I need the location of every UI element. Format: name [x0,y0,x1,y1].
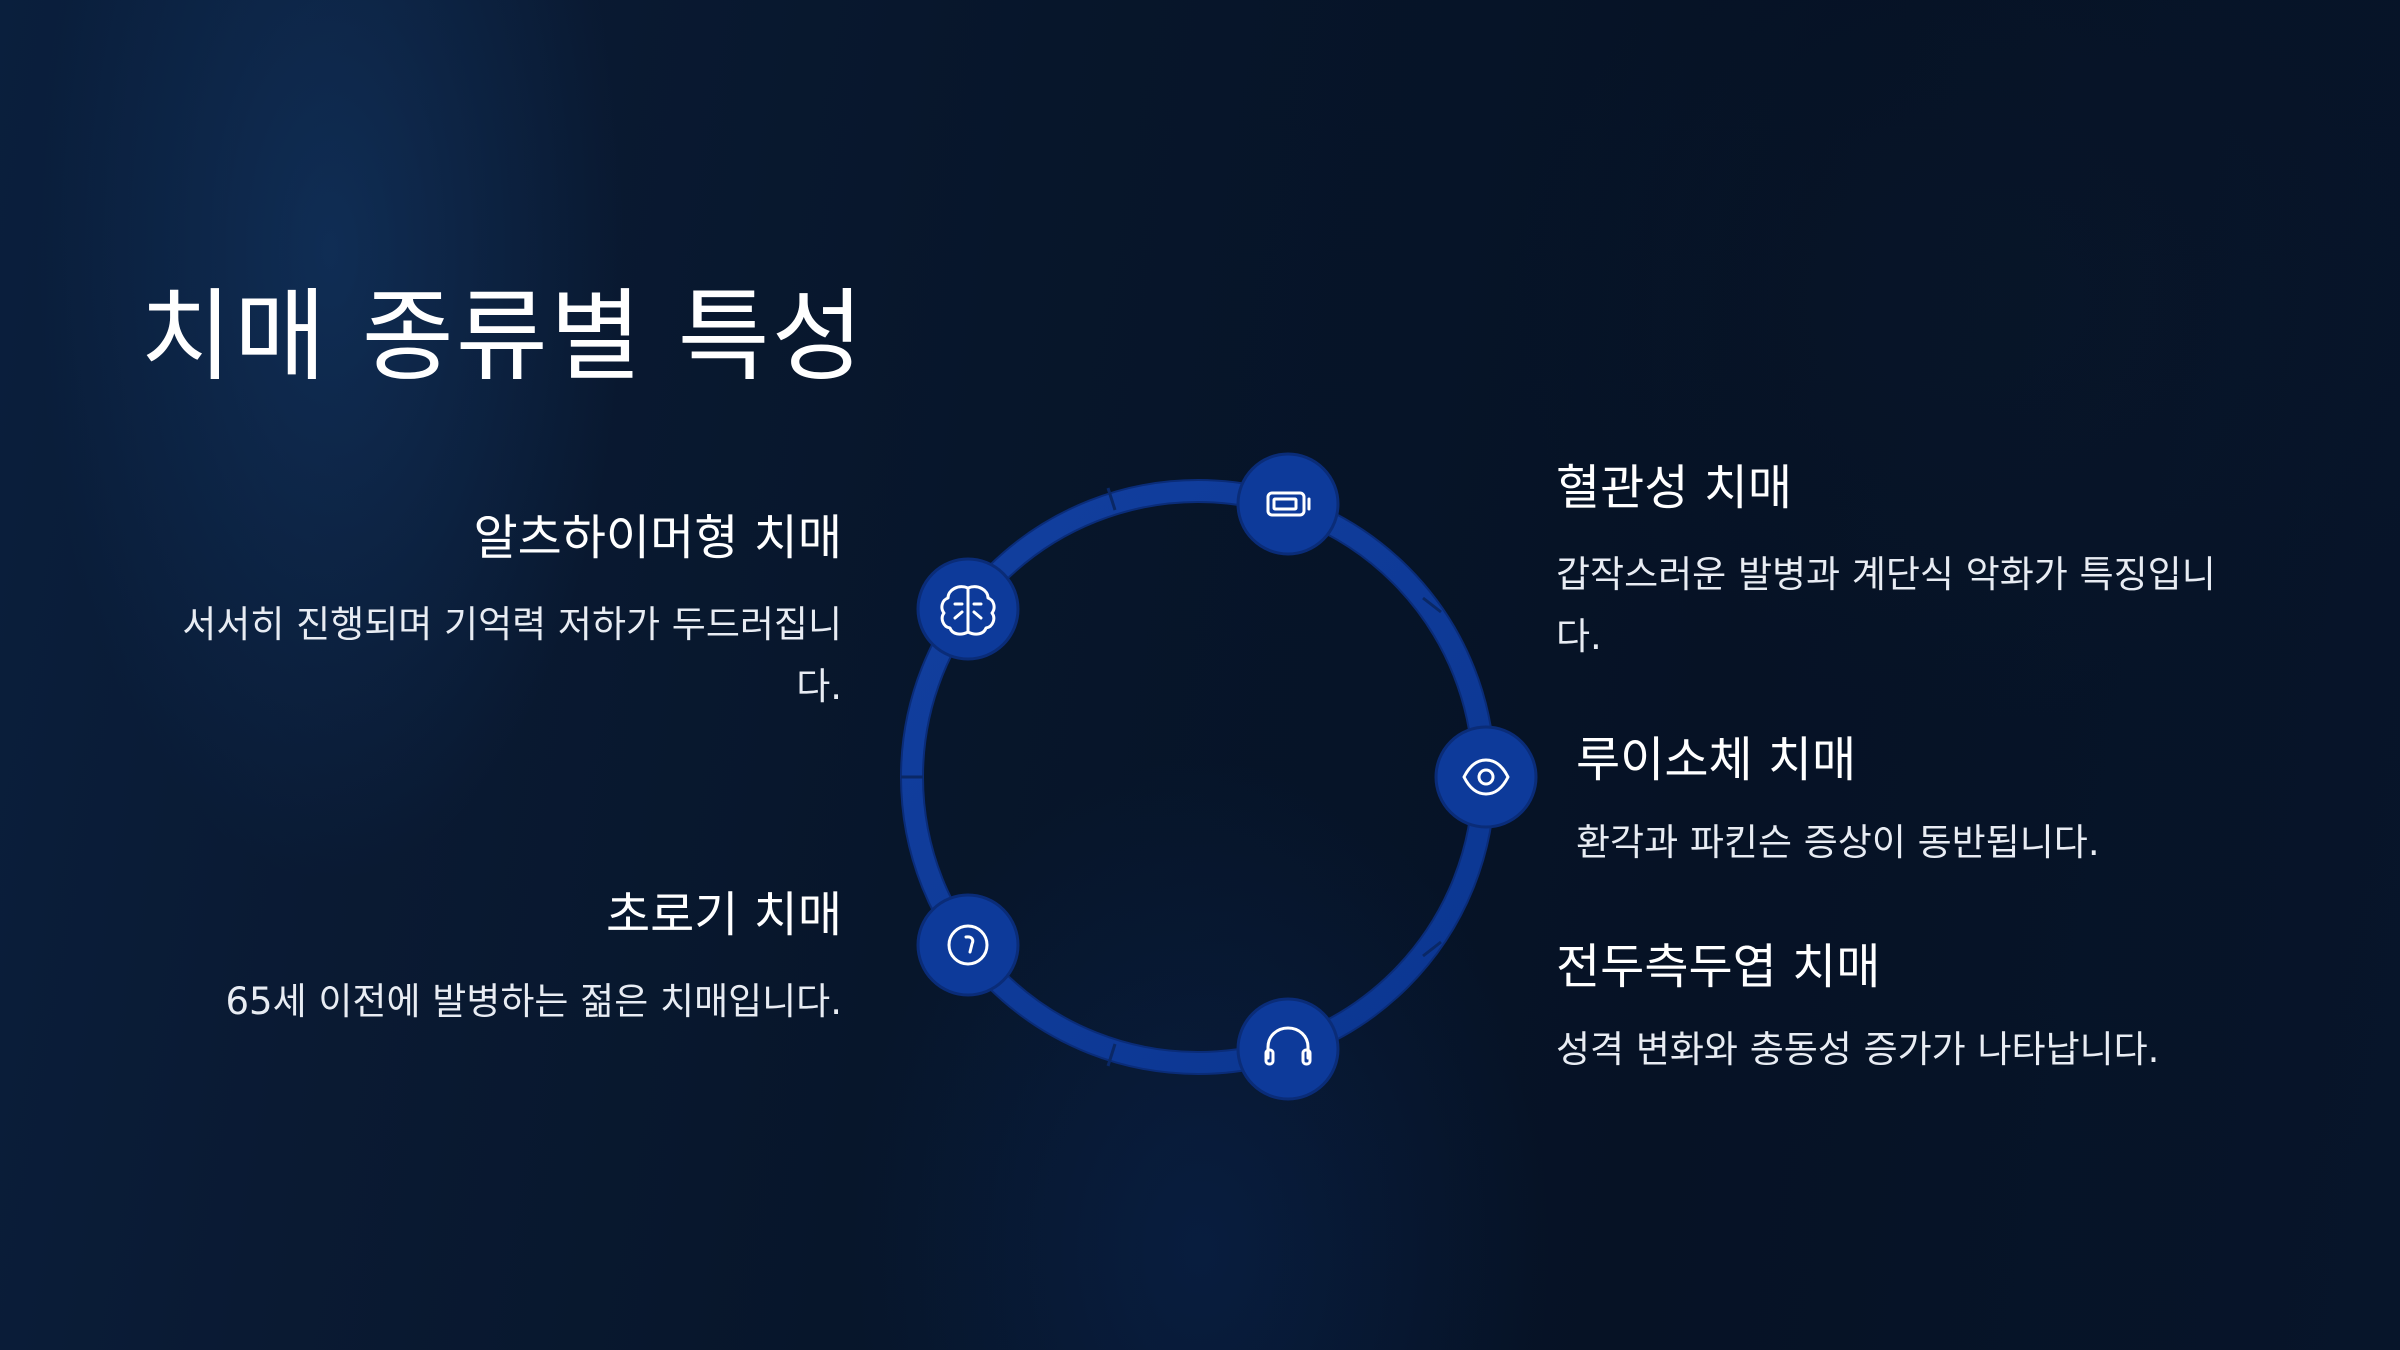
slide-title: 치매 종류별 특성 [140,278,866,395]
item-title: 혈관성 치매 [1556,460,1793,516]
node-vascular[interactable] [1236,452,1340,556]
eye-icon [1462,758,1510,796]
item-title: 초로기 치매 [605,887,842,943]
item-alzheimer: 알츠하이머형 치매 서서히 진행되며 기억력 저하가 두드러집니다. [122,508,842,718]
brain-icon [940,585,996,636]
node-lewy-body[interactable] [1434,725,1538,829]
headphones-icon [1264,1026,1312,1066]
item-title: 전두측두엽 치매 [1556,939,1881,995]
item-vascular: 혈관성 치매 갑작스러운 발병과 계단식 악화가 특징입니다. [1556,458,2276,668]
node-frontotemporal[interactable] [1236,997,1340,1101]
node-alzheimer[interactable] [916,557,1020,661]
ring-dividers [901,487,1442,1067]
gauge-icon [947,924,989,966]
item-desc: 환각과 파킨슨 증상이 동반됩니다. [1576,821,2100,864]
item-desc: 갑작스러운 발병과 계단식 악화가 특징입니다. [1556,553,2216,658]
item-early-onset: 초로기 치매 65세 이전에 발병하는 젊은 치매입니다. [122,885,843,1033]
battery-icon [1266,491,1311,517]
item-title: 알츠하이머형 치매 [473,510,842,566]
item-title: 루이소체 치매 [1576,732,1857,788]
item-desc: 65세 이전에 발병하는 젊은 치매입니다. [225,980,843,1023]
node-early-onset[interactable] [916,893,1020,997]
item-frontotemporal: 전두측두엽 치매 성격 변화와 충동성 증가가 나타납니다. [1556,937,2276,1081]
item-lewy-body: 루이소체 치매 환각과 파킨슨 증상이 동반됩니다. [1576,730,2276,874]
item-desc: 서서히 진행되며 기억력 저하가 두드러집니다. [182,603,842,708]
item-desc: 성격 변화와 충동성 증가가 나타납니다. [1556,1028,2160,1071]
